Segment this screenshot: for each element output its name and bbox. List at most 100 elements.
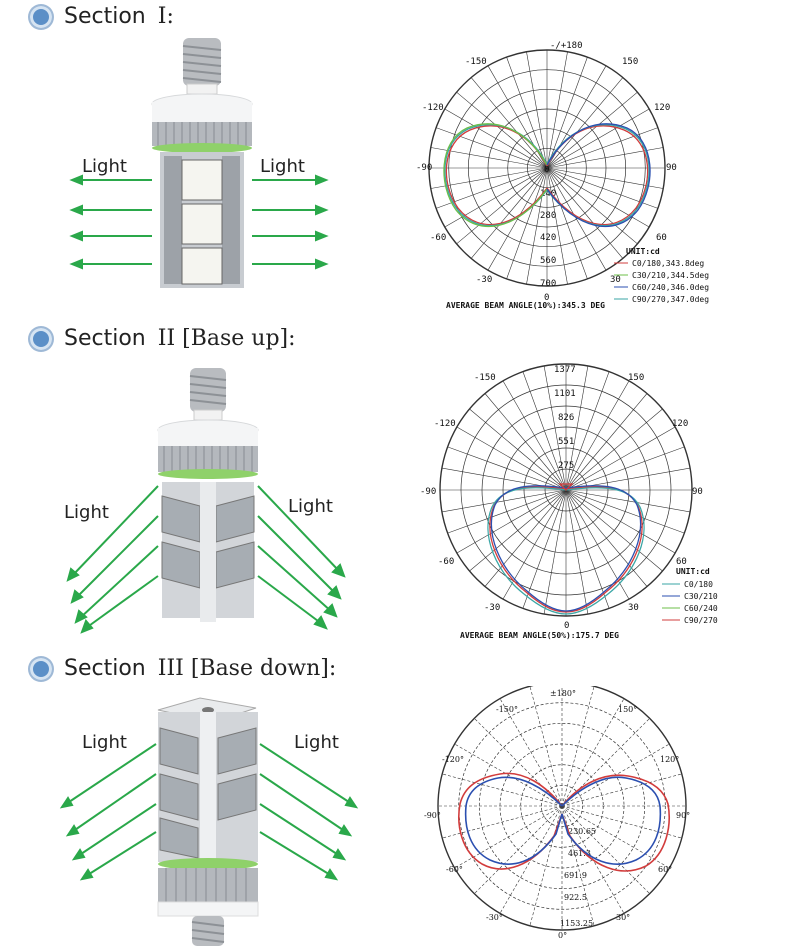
angle-label: 120° — [660, 755, 679, 764]
light-arrows-left — [66, 485, 159, 634]
legend-entry: C60/240,346.0deg — [632, 283, 709, 292]
section-3-title-prefix: Section — [64, 656, 146, 681]
legend-entry: C0/180,343.8deg — [632, 259, 704, 268]
legend-entry: C30/210,344.5deg — [632, 271, 709, 280]
angle-label: -120 — [434, 419, 456, 429]
grid-spoke — [561, 698, 625, 807]
led-panel — [157, 697, 258, 862]
grid-spoke — [499, 698, 563, 807]
angle-label: ±180° — [550, 689, 576, 698]
grid-spoke — [506, 167, 548, 280]
grid-spoke — [561, 805, 670, 869]
section-2-title-roman: II [Base up]: — [157, 326, 296, 351]
radial-tick-label: 560 — [540, 256, 556, 266]
legend-entry: C90/270 — [684, 616, 718, 625]
grid-spoke — [469, 489, 567, 572]
grid-spoke — [469, 408, 567, 491]
radial-tick-label: 691.9 — [564, 871, 587, 880]
section-3-title-roman: III [Base down]: — [157, 656, 337, 681]
lamp-screw-base — [189, 368, 227, 421]
light-arrows-right — [259, 743, 359, 881]
grid-spoke — [565, 489, 589, 615]
grid-spoke — [565, 371, 610, 491]
bullet-icon — [30, 5, 52, 28]
angle-label: -30 — [476, 275, 492, 285]
light-arrows-right — [257, 485, 346, 630]
beam-angle-caption: AVERAGE BEAM ANGLE(50%):175.7 DEG — [460, 631, 619, 640]
grid-spoke — [546, 167, 624, 259]
angle-label: 60 — [676, 557, 687, 567]
angle-label: -90° — [424, 811, 441, 820]
grid-ring — [458, 702, 666, 910]
grid-spoke — [546, 56, 588, 169]
angle-label: 90 — [692, 487, 703, 497]
grid-spoke — [565, 489, 676, 554]
angle-label: 150 — [622, 57, 638, 67]
grid-spoke — [565, 380, 630, 491]
angle-label: -120 — [422, 103, 444, 113]
angle-label: 150° — [618, 705, 637, 714]
radial-tick-label: 420 — [540, 233, 556, 243]
section-3-lamp-illustration: Light Light — [59, 697, 359, 946]
bullet-icon — [30, 327, 52, 350]
grid-spoke — [561, 805, 650, 894]
grid-spoke — [456, 489, 567, 554]
grid-spoke — [561, 805, 682, 839]
grid-spoke — [526, 51, 548, 169]
radial-tick-label: 280 — [540, 211, 556, 221]
angle-label: 30 — [628, 603, 639, 613]
unit-label: UNIT:cd — [626, 247, 660, 256]
grid-spoke — [546, 167, 638, 245]
grid-spoke — [441, 489, 567, 513]
grid-spoke — [484, 393, 567, 491]
grid-spoke — [522, 489, 567, 609]
grid-spoke — [526, 167, 548, 285]
radial-tick-label: 1101 — [554, 389, 576, 399]
grid-spoke — [561, 773, 682, 807]
grid-spoke — [444, 167, 548, 228]
section-3-title: Section III [Base down]: — [30, 656, 336, 681]
grid-spoke — [565, 489, 691, 513]
lamp-screw-base — [191, 916, 225, 946]
grid-spoke — [546, 51, 568, 169]
grid-spoke — [506, 56, 548, 169]
angle-label: 0 — [544, 293, 549, 303]
angle-label: -120° — [442, 755, 464, 764]
grid-spoke — [470, 77, 548, 169]
angle-label: 60° — [658, 865, 672, 874]
light-arrows-left — [69, 174, 152, 270]
grid-spoke — [546, 167, 588, 280]
angle-label: 0 — [564, 621, 569, 631]
legend-entry: C30/210 — [684, 592, 718, 601]
grid-spoke — [454, 805, 563, 869]
light-arrows-right — [252, 174, 329, 270]
radial-tick-label: 461.3 — [568, 849, 591, 858]
grid-spoke — [442, 805, 563, 839]
grid-spoke — [447, 489, 567, 534]
section-2-polar-chart: -150 150 -120 120 -90 90 -60 60 -30 30 0… — [420, 363, 718, 640]
grid-spoke — [565, 426, 676, 491]
grid-spoke — [430, 167, 548, 189]
grid-spoke — [444, 108, 548, 169]
light-label-left: Light — [82, 732, 127, 753]
grid-spoke — [546, 127, 659, 169]
angle-label: -60 — [438, 557, 454, 567]
led-panel — [161, 482, 255, 622]
section-1-lamp-illustration: Light Light — [69, 38, 329, 288]
light-arrows-left — [59, 743, 157, 881]
angle-label: 30 — [610, 275, 621, 285]
section-3-polar-chart: ±180° -150° 150° -120° 120° -90° 90° -60… — [424, 686, 690, 940]
angle-label: 0° — [558, 931, 567, 940]
angle-label: 120 — [654, 103, 670, 113]
grid-spoke — [456, 426, 567, 491]
legend-entry: C60/240 — [684, 604, 718, 613]
grid-spoke — [522, 371, 567, 491]
section-1-polar-chart: -/+180 -150 150 -120 120 -90 90 -60 60 -… — [416, 41, 709, 310]
grid-spoke — [565, 489, 648, 587]
angle-label: 90 — [666, 163, 677, 173]
grid-spoke — [435, 127, 548, 169]
angle-label: 90° — [676, 811, 690, 820]
grid-spoke — [546, 167, 664, 189]
radial-tick-label: 275 — [558, 461, 574, 471]
angle-label: -150 — [474, 373, 496, 383]
